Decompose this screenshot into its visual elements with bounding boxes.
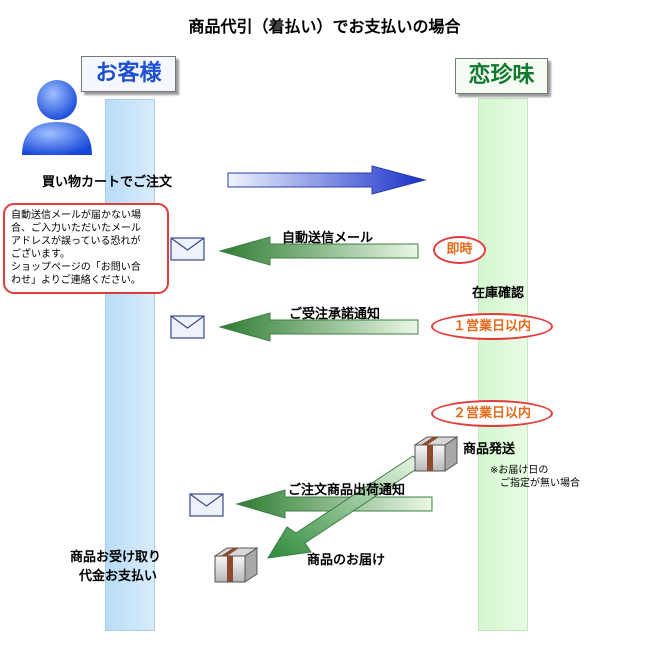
customer-lane (105, 99, 155, 631)
shop-label: 恋珍味 (455, 58, 548, 94)
stock-check-label: 在庫確認 (472, 286, 525, 301)
badge-two-day: ２営業日以内 (431, 400, 553, 427)
package-icon (413, 436, 459, 472)
shop-lane (478, 98, 528, 631)
auto-mail-label: 自動送信メール (282, 231, 374, 246)
footnote-line2: ご指定が無い場合 (500, 478, 580, 489)
package-icon (213, 547, 259, 583)
arrow-order-notice (218, 312, 419, 342)
receive-label-line2: 代金お支払い (79, 569, 158, 584)
mail-icon (170, 237, 205, 261)
note-line: わせ」よりご連絡ください。 (11, 275, 141, 286)
note-line: ショップページの「お問い合 (11, 262, 141, 273)
footnote-line1: ※お届け日の (490, 465, 549, 476)
mail-icon (170, 315, 205, 339)
arrow-delivery (267, 455, 422, 559)
page-title: 商品代引（着払い）でお支払いの場合 (188, 17, 461, 36)
arrow-ship-notice (235, 489, 433, 519)
person-icon (22, 80, 92, 155)
ship-label: 商品発送 (463, 442, 516, 457)
badge-immediate: 即時 (433, 236, 486, 264)
badge-one-day: １営業日以内 (431, 313, 553, 340)
receive-label-line1: 商品お受け取り (70, 550, 162, 565)
order-notice-label: ご受注承諾通知 (289, 307, 381, 322)
mail-warning-note: 自動送信メールが届かない場 合、ご入力いただいたメール アドレスが誤っている恐れ… (3, 203, 169, 294)
note-line: アドレスが誤っている恐れが (11, 236, 141, 247)
cart-order-label: 買い物カートでご注文 (42, 175, 173, 190)
mail-icon (189, 493, 224, 517)
arrow-auto-mail (218, 236, 419, 266)
note-line: 合、ご入力いただいたメール (11, 223, 141, 234)
delivery-label: 商品のお届け (307, 553, 386, 568)
ship-notice-label: ご注文商品出荷通知 (288, 483, 406, 498)
customer-label: お客様 (81, 56, 176, 92)
note-line: ございます。 (11, 249, 70, 260)
note-line: 自動送信メールが届かない場 (11, 210, 141, 221)
arrow-cart-order (227, 165, 427, 195)
